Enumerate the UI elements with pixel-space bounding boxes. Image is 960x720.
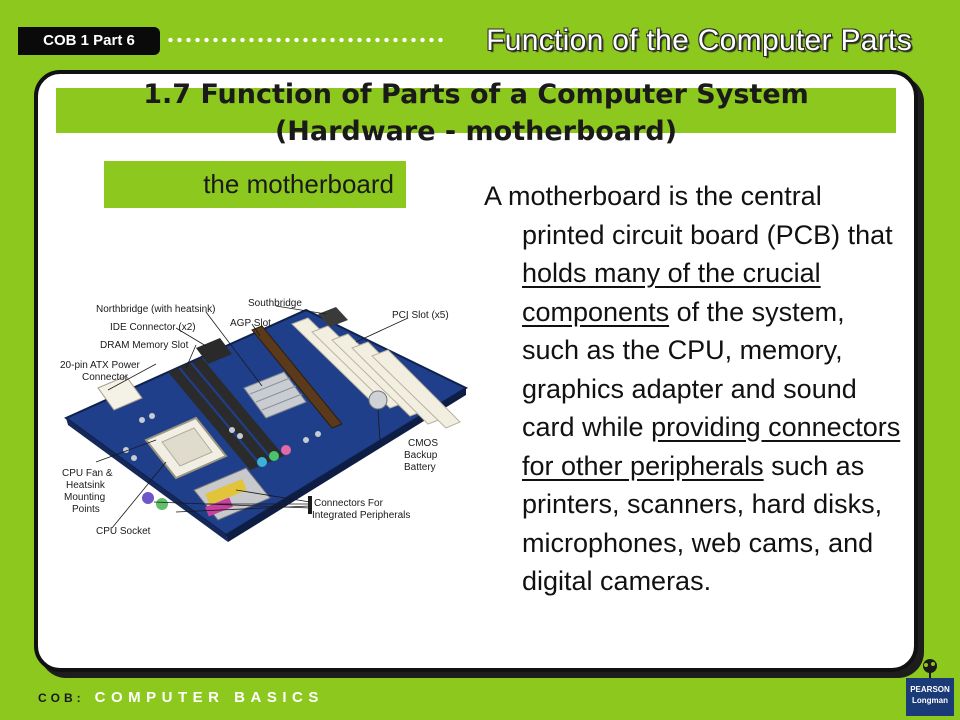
callout-ide: IDE Connector (x2) bbox=[110, 322, 196, 333]
callout-atx-line1: 20-pin ATX Power bbox=[60, 360, 141, 371]
callout-fan-line4: Points bbox=[72, 504, 100, 515]
slide-title-line1: 1.7 Function of Parts of a Computer Syst… bbox=[143, 79, 809, 110]
tree-icon bbox=[923, 659, 937, 680]
body-seg3: of the system, such as the CPU, memory, … bbox=[522, 296, 857, 443]
footer: COB: COMPUTER BASICS bbox=[38, 689, 324, 706]
capacitors bbox=[123, 413, 321, 461]
dram-slots bbox=[168, 358, 284, 470]
callout-cmos-line1: CMOS bbox=[408, 438, 438, 449]
callout-southbridge: Southbridge bbox=[248, 298, 302, 309]
callout-cmos-line3: Battery bbox=[404, 462, 436, 473]
body-seg4-underlined: providing connectors for other periphera… bbox=[522, 412, 901, 481]
body-paragraph: A motherboard is the central printed cir… bbox=[484, 177, 904, 601]
callout-dram: DRAM Memory Slot bbox=[100, 340, 189, 351]
publisher-line2: Longman bbox=[912, 696, 948, 705]
publisher-logo: PEARSON Longman bbox=[906, 658, 954, 716]
body-bullet: A bbox=[484, 181, 501, 211]
slide-title: 1.7 Function of Parts of a Computer Syst… bbox=[56, 76, 896, 150]
title-banner bbox=[56, 88, 896, 133]
callout-atx-line2: Connector bbox=[82, 372, 129, 383]
pci-slots bbox=[291, 317, 461, 429]
dotted-divider bbox=[166, 36, 446, 44]
publisher-badge: PEARSON Longman bbox=[906, 678, 954, 716]
callout-bracket bbox=[308, 496, 312, 514]
callout-lines bbox=[95, 305, 409, 529]
northbridge-heatsink bbox=[243, 371, 307, 419]
footer-text: COMPUTER BASICS bbox=[94, 689, 324, 706]
callout-fan-line1: CPU Fan & bbox=[62, 468, 113, 479]
callout-fan-line3: Mounting bbox=[64, 492, 105, 503]
callout-agp: AGP Slot bbox=[230, 318, 271, 329]
callout-connectors-line2: Integrated Peripherals bbox=[312, 510, 410, 521]
header-title: Function of the Computer Parts bbox=[486, 24, 912, 57]
body-seg2-underlined: holds many of the crucial components bbox=[522, 258, 821, 327]
body-seg1: motherboard is the central printed circu… bbox=[500, 181, 893, 250]
motherboard-image: Northbridge (with heatsink) Southbridge … bbox=[60, 298, 469, 542]
motherboard-label: the motherboard bbox=[104, 161, 406, 208]
callout-cmos-line2: Backup bbox=[404, 450, 438, 461]
southbridge-chip bbox=[318, 307, 348, 327]
ide-connector bbox=[196, 338, 232, 364]
motherboard-figure: Northbridge (with heatsink) Southbridge … bbox=[56, 290, 476, 552]
board-edge bbox=[66, 418, 228, 542]
io-ports bbox=[142, 445, 291, 521]
callout-socket: CPU Socket bbox=[96, 526, 151, 537]
body-text: A motherboard is the central printed cir… bbox=[484, 177, 904, 601]
section-tag: COB 1 Part 6 bbox=[18, 27, 160, 55]
atx-power-connector bbox=[97, 375, 143, 411]
slide-title-line2: (Hardware - motherboard) bbox=[274, 116, 678, 147]
board-edge-right bbox=[226, 388, 466, 542]
cmos-battery bbox=[368, 390, 388, 410]
publisher-line1: PEARSON bbox=[910, 685, 950, 694]
callout-fan-line2: Heatsink bbox=[66, 480, 106, 491]
footer-prefix: COB: bbox=[38, 691, 85, 705]
body-seg5: such as printers, scanners, hard disks, … bbox=[522, 450, 883, 597]
callout-pci: PCI Slot (x5) bbox=[392, 310, 449, 321]
callout-northbridge: Northbridge (with heatsink) bbox=[96, 304, 216, 315]
callout-connectors-line1: Connectors For bbox=[314, 498, 384, 509]
agp-slot bbox=[251, 325, 343, 429]
cpu-socket-pins bbox=[161, 427, 213, 467]
